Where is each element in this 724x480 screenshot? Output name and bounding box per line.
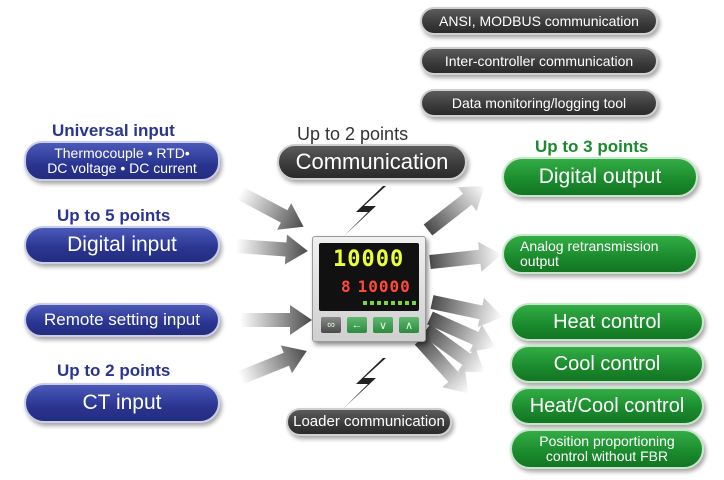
analog-retransmission-pill: Analog retransmission output xyxy=(502,234,698,274)
arrow-icon xyxy=(240,305,312,335)
data-monitoring-label: Data monitoring/logging tool xyxy=(451,94,627,111)
position-proportioning-pill: Position proportioning control without F… xyxy=(510,429,704,469)
universal-input-heading: Universal input xyxy=(52,121,175,140)
lightning-icon xyxy=(344,358,386,408)
controller-display: 10000 8 10000 xyxy=(319,243,419,311)
position-proportioning-line2: control without FBR xyxy=(545,448,669,464)
arrow-icon xyxy=(234,337,313,392)
heat-control-pill: Heat control xyxy=(510,303,704,341)
ct-input-label: CT input xyxy=(82,390,162,414)
digital-input-heading: Up to 5 points xyxy=(57,206,171,225)
digital-input-pill: Digital input xyxy=(24,226,220,264)
position-proportioning-line1: Position proportioning xyxy=(539,433,675,450)
loader-communication-label: Loader communication xyxy=(293,413,445,431)
controller-device: 10000 8 10000 ∞ ← ∨ ∧ xyxy=(312,236,426,342)
ansi-modbus-label: ANSI, MODBUS communication xyxy=(439,12,639,29)
heat-cool-control-label: Heat/Cool control xyxy=(529,394,685,417)
arrow-icon xyxy=(234,231,309,266)
universal-input-line1: Thermocouple • RTD• xyxy=(54,145,190,162)
universal-input-line2: DC voltage • DC current xyxy=(47,160,197,176)
universal-input-pill: Thermocouple • RTD• DC voltage • DC curr… xyxy=(24,141,220,181)
digital-output-heading: Up to 3 points xyxy=(535,137,649,156)
lightning-icon xyxy=(344,186,386,236)
ct-input-heading: Up to 2 points xyxy=(57,361,171,380)
pv-readout: 10000 xyxy=(333,247,405,272)
heat-control-label: Heat control xyxy=(553,310,661,333)
communication-heading: Up to 2 points xyxy=(297,124,409,144)
ct-input-pill: CT input xyxy=(24,383,220,423)
remote-setting-input-pill: Remote setting input xyxy=(24,303,220,337)
analog-retransmission-line1: Analog retransmission xyxy=(520,238,659,255)
inter-controller-pill: Inter-controller communication xyxy=(420,47,658,75)
arrow-icon xyxy=(232,179,311,241)
inter-controller-label: Inter-controller communication xyxy=(444,52,634,69)
down-arrow-icon: ∨ xyxy=(373,317,393,333)
loop-icon: ∞ xyxy=(321,317,341,333)
ansi-modbus-pill: ANSI, MODBUS communication xyxy=(420,7,658,35)
digital-output-label: Digital output xyxy=(538,164,662,188)
sv-value: 10000 xyxy=(357,277,411,296)
cool-control-label: Cool control xyxy=(553,352,661,375)
communication-pill: Communication xyxy=(277,144,467,180)
cool-control-pill: Cool control xyxy=(510,345,704,383)
sv-readout: 8 10000 xyxy=(341,277,411,296)
sv-prefix: 8 xyxy=(341,277,352,296)
left-arrow-icon: ← xyxy=(347,317,367,333)
controller-keys: ∞ ← ∨ ∧ xyxy=(321,317,419,333)
analog-retransmission-line2: output xyxy=(520,253,559,269)
arrow-icon xyxy=(428,239,504,277)
digital-output-pill: Digital output xyxy=(502,157,698,197)
digital-input-label: Digital input xyxy=(67,232,177,256)
remote-setting-input-label: Remote setting input xyxy=(44,310,200,330)
heat-cool-control-pill: Heat/Cool control xyxy=(510,387,704,425)
up-arrow-icon: ∧ xyxy=(399,317,419,333)
loader-communication-pill: Loader communication xyxy=(286,408,452,436)
data-monitoring-pill: Data monitoring/logging tool xyxy=(420,89,658,117)
communication-label: Communication xyxy=(295,149,449,175)
arrow-icon xyxy=(418,173,494,242)
led-indicators xyxy=(363,301,416,305)
